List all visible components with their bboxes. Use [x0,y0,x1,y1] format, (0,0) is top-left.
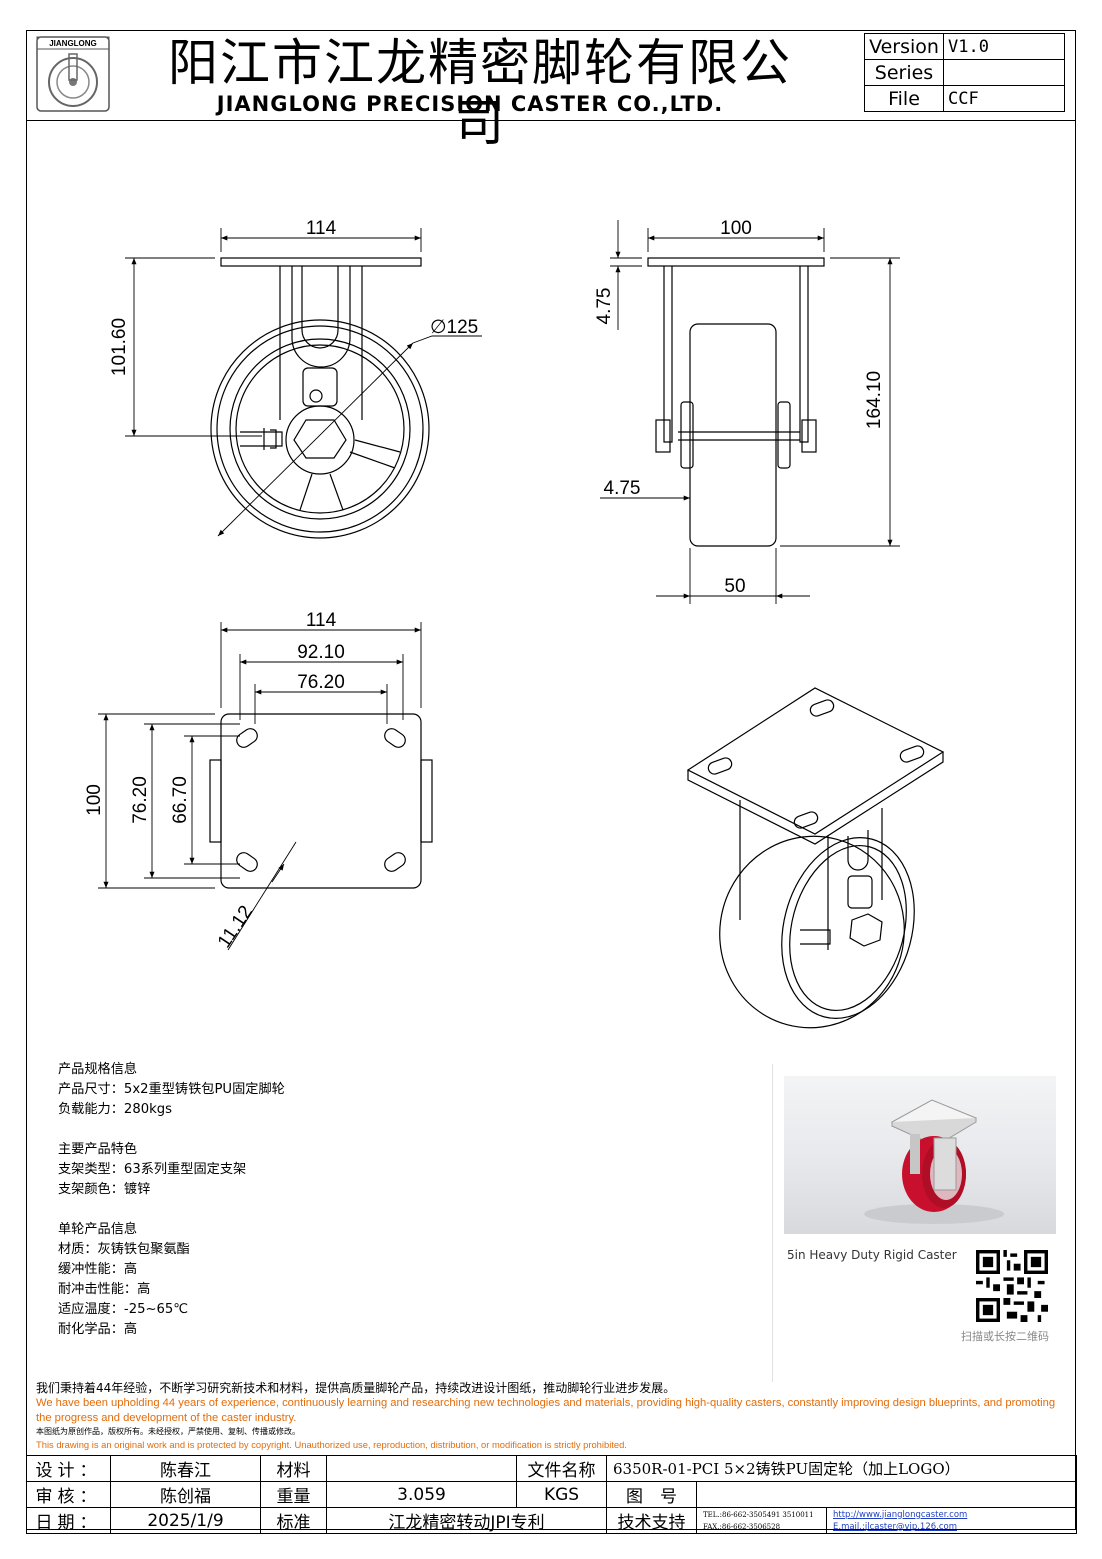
contact-phone: TEL.:86-662-3505491 3510011 FAX.:86-662-… [696,1507,827,1534]
dim-top-height: 100 [84,784,105,816]
file-label: File [864,85,944,112]
front-dimensions [125,228,482,537]
review-label: 审核： [26,1481,111,1508]
technical-drawing: 114 101.60 ∅125 100 4.75 164.10 4.75 50 [84,218,945,1029]
email-link[interactable]: E.mail.:jlcaster@vip.126.com [833,1521,958,1532]
dim-top-hole-pitch-v: 76.20 [130,776,151,824]
caster-render-image [864,1099,1004,1224]
statement-en: We have been upholding 44 years of exper… [36,1397,1056,1424]
spec-chem: 耐化学品：高 [58,1322,138,1337]
spec-group1-title: 产品规格信息 [58,1062,138,1077]
weight-label: 重量 [260,1481,327,1508]
photo-caption: 5in Heavy Duty Rigid Caster [787,1248,957,1262]
statement-cn: 我们秉持着44年经验，不断学习研究新技术和材料，提供高质量脚轮产品，持续改进设计… [36,1381,676,1395]
file-value: CCF [943,85,1065,112]
spec-group2-title: 主要产品特色 [58,1142,138,1157]
reviewer-name: 陈创福 [110,1481,261,1508]
dim-side-width: 100 [720,218,752,239]
filename-label: 文件名称 [516,1455,607,1482]
standard-value: 江龙精密转动JPI专利 [326,1507,607,1534]
spec-group-size: 产品规格信息 产品尺寸：5x2重型铸铁包PU固定脚轮 负载能力：280kgs [58,1060,285,1120]
drawing-no-label: 图 号 [606,1481,697,1508]
logo-text: JIANGLONG [49,39,97,48]
website-link[interactable]: http://www.jianglongcaster.com [833,1509,968,1520]
design-label: 设计： [26,1455,111,1482]
company-logo: JIANGLONG [36,36,110,112]
material-value [326,1455,517,1482]
spec-load: 负载能力：280kgs [58,1102,172,1117]
drawing-no-value [696,1481,1077,1508]
qr-code-icon[interactable] [976,1250,1048,1322]
spec-impact: 耐冲击性能：高 [58,1282,151,1297]
dim-top-slot: 11.12 [214,902,257,952]
standard-label: 标准 [260,1507,327,1534]
filename-value: 6350R-01-PCI 5×2铸铁PU固定轮（加上LOGO） [606,1455,1077,1482]
dim-side-axle-offset: 4.75 [604,478,641,499]
weight-unit: KGS [516,1481,607,1508]
designer-name: 陈春江 [110,1455,261,1482]
product-photo-panel: 5in Heavy Duty Rigid Caster 扫描或长按二维码 [772,1064,1063,1382]
product-specs: 产品规格信息 产品尺寸：5x2重型铸铁包PU固定脚轮 负载能力：280kgs 主… [58,1060,285,1360]
dim-front-diameter: ∅125 [430,317,478,338]
dim-side-plate-thk: 4.75 [594,288,615,325]
spec-group-features: 主要产品特色 支架类型：63系列重型固定支架 支架颜色：镀锌 [58,1140,285,1200]
side-dimensions [600,220,900,604]
version-label: Version [864,33,944,60]
company-name-en: JIANGLONG PRECISION CASTER CO.,LTD. [216,92,724,116]
company-statement: 我们秉持着44年经验，不断学习研究新技术和材料，提供高质量脚轮产品，持续改进设计… [36,1381,1072,1451]
copyright-cn: 本图纸为原创作品，版权所有。未经授权，严禁使用、复制、传播或修改。 [36,1427,300,1436]
title-block: 设计： 陈春江 材料 文件名称 6350R-01-PCI 5×2铸铁PU固定轮（… [26,1455,1077,1534]
company-name-cn: 阳江市江龙精密脚轮有限公司 [168,34,792,152]
series-label: Series [864,59,944,86]
spec-group3-title: 单轮产品信息 [58,1222,138,1237]
support-label: 技术支持 [606,1507,697,1534]
material-label: 材料 [260,1455,327,1482]
spec-material: 材质：灰铸铁包聚氨酯 [58,1242,190,1257]
spec-bracket-type: 支架类型：63系列重型固定支架 [58,1162,247,1177]
date-label: 日期： [26,1507,111,1534]
dim-side-wheel-width: 50 [724,576,745,597]
isometric-view [686,687,945,1029]
spec-group-wheel: 单轮产品信息 材质：灰铸铁包聚氨酯 缓冲性能：高 耐冲击性能：高 适应温度：-2… [58,1220,285,1340]
dim-top-width: 114 [306,610,337,631]
dim-front-width: 114 [306,218,337,239]
dim-front-height: 101.60 [109,318,130,376]
dim-top-hole-pitch: 76.20 [297,672,345,693]
version-table: Version V1.0 Series File CCF [864,33,1065,112]
tel-text: TEL.:86-662-3505491 3510011 [703,1510,814,1519]
header-divider [26,120,1076,121]
fax-text: FAX.:86-662-3506528 [703,1522,781,1531]
dim-top-hole-span: 92.10 [297,642,345,663]
spec-cushion: 缓冲性能：高 [58,1262,138,1277]
spec-temp: 适应温度：-25~65℃ [58,1302,189,1317]
top-dimensions [98,622,422,951]
spec-bracket-color: 支架颜色：镀锌 [58,1182,151,1197]
weight-value: 3.059 [326,1481,517,1508]
date-value: 2025/1/9 [110,1507,261,1534]
version-value: V1.0 [943,33,1065,60]
front-view [210,257,430,539]
side-view [647,257,825,547]
copyright-en: This drawing is an original work and is … [36,1439,627,1450]
spec-size: 产品尺寸：5x2重型铸铁包PU固定脚轮 [58,1082,285,1097]
top-view [209,713,433,889]
qr-caption: 扫描或长按二维码 [961,1330,1049,1343]
dim-side-height: 164.10 [864,371,885,429]
product-photo [784,1076,1056,1234]
contact-web: http://www.jianglongcaster.com E.mail.:j… [826,1507,1077,1534]
dim-top-hole-span-v: 66.70 [170,776,191,824]
